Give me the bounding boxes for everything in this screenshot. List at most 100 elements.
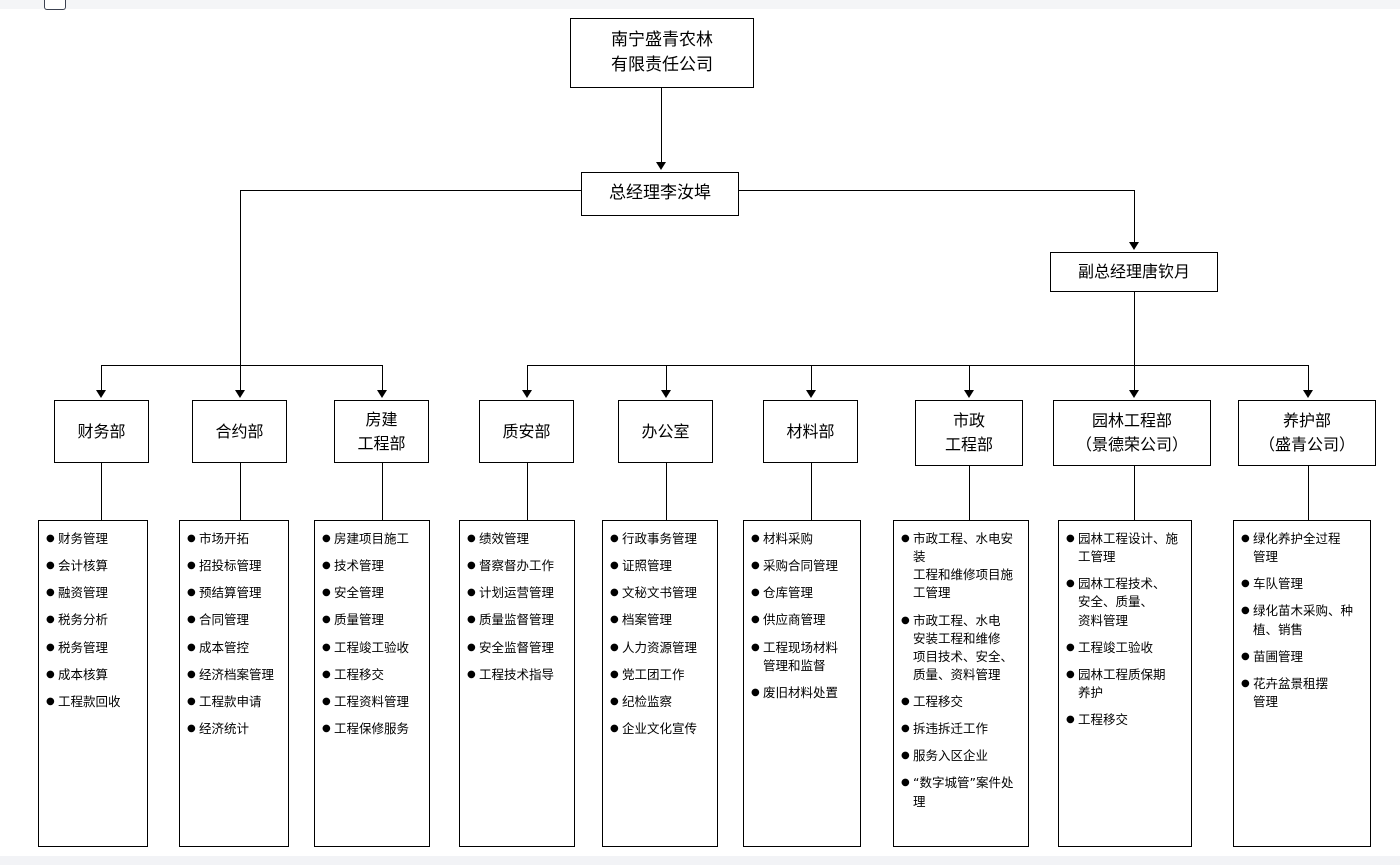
connector-vgm-drop [1134, 292, 1135, 365]
duty-item: 工程款回收 [46, 693, 141, 711]
duty-list-contract[interactable]: 市场开拓招投标管理预结算管理合同管理成本管控经济档案管理工程款申请经济统计 [179, 520, 289, 847]
dept-box-building-engineering[interactable]: 房建 工程部 [334, 400, 429, 463]
duty-item: 成本核算 [46, 666, 141, 684]
duty-item: 工程竣工验收 [1066, 639, 1185, 657]
duty-list-quality-safety[interactable]: 绩效管理督察督办工作计划运营管理质量监督管理安全监督管理工程技术指导 [459, 520, 575, 847]
connector-dept-drop-5 [666, 365, 667, 392]
duty-item: 税务管理 [46, 639, 141, 657]
duty-item: 绿化苗木采购、种 植、销售 [1241, 602, 1364, 638]
dept-box-maintenance[interactable]: 养护部 （盛青公司） [1238, 400, 1376, 466]
window-tab-handle[interactable] [44, 0, 66, 10]
duty-item: “数字城管”案件处 理 [901, 774, 1022, 810]
duty-item: 工程移交 [901, 693, 1022, 711]
connector-root-to-gm [661, 88, 662, 164]
duty-item: 工程款申请 [187, 693, 282, 711]
duty-item: 档案管理 [610, 611, 711, 629]
duty-list-office[interactable]: 行政事务管理证照管理文秘文书管理档案管理人力资源管理党工团工作纪检监察企业文化宣… [602, 520, 718, 847]
duty-list-building-engineering[interactable]: 房建项目施工技术管理安全管理质量管理工程竣工验收工程移交工程资料管理工程保修服务 [314, 520, 430, 847]
duty-item: 车队管理 [1241, 575, 1364, 593]
duty-item: 工程保修服务 [322, 720, 423, 738]
stem-materials [811, 463, 812, 520]
duty-item: 税务分析 [46, 611, 141, 629]
duty-item: 合同管理 [187, 611, 282, 629]
duty-item: 文秘文书管理 [610, 584, 711, 602]
stem-contract [240, 463, 241, 520]
stem-office [666, 463, 667, 520]
arrow-dept-4 [522, 390, 532, 398]
connector-dept-drop-6 [811, 365, 812, 392]
arrow-dept-6 [806, 390, 816, 398]
arrow-dept-8 [1129, 390, 1139, 398]
connector-dept-drop-7 [969, 365, 970, 392]
duty-item: 质量管理 [322, 611, 423, 629]
dept-box-municipal-engineering[interactable]: 市政 工程部 [915, 400, 1023, 466]
dept-box-garden-engineering[interactable]: 园林工程部 （景德荣公司） [1053, 400, 1211, 466]
dept-box-contract[interactable]: 合约部 [192, 400, 287, 463]
connector-dept-drop-4 [527, 365, 528, 392]
duty-item: 花卉盆景租摆 管理 [1241, 675, 1364, 711]
duty-item: 市场开拓 [187, 530, 282, 548]
duty-item: 绿化养护全过程 管理 [1241, 530, 1364, 566]
dept-box-office[interactable]: 办公室 [618, 400, 713, 463]
deputy-general-manager-box[interactable]: 副总经理唐钦月 [1050, 252, 1218, 292]
arrow-dept-2 [235, 390, 245, 398]
duty-item: 绩效管理 [467, 530, 568, 548]
dept-label-quality-safety: 质安部 [502, 421, 551, 441]
duty-item: 融资管理 [46, 584, 141, 602]
duty-list-materials[interactable]: 材料采购采购合同管理仓库管理供应商管理工程现场材料 管理和监督废旧材料处置 [743, 520, 861, 847]
dept-box-quality-safety[interactable]: 质安部 [479, 400, 574, 463]
root-company-box[interactable]: 南宁盛青农林 有限责任公司 [570, 18, 754, 88]
bus-left-departments [101, 365, 382, 366]
duty-item: 供应商管理 [751, 611, 854, 629]
duty-item: 预结算管理 [187, 584, 282, 602]
general-manager-box[interactable]: 总经理李汝埠 [581, 172, 739, 216]
duty-item: 证照管理 [610, 557, 711, 575]
duty-item: 党工团工作 [610, 666, 711, 684]
duty-item: 纪检监察 [610, 693, 711, 711]
duty-item: 拆违拆迁工作 [901, 720, 1022, 738]
duty-item: 工程技术指导 [467, 666, 568, 684]
deputy-general-manager-label: 副总经理唐钦月 [1077, 262, 1190, 281]
duty-item: 会计核算 [46, 557, 141, 575]
duty-item: 苗圃管理 [1241, 648, 1364, 666]
duty-item: 经济档案管理 [187, 666, 282, 684]
duty-item: 督察督办工作 [467, 557, 568, 575]
duty-item: 工程资料管理 [322, 693, 423, 711]
duty-item: 人力资源管理 [610, 639, 711, 657]
duty-list-maintenance[interactable]: 绿化养护全过程 管理车队管理绿化苗木采购、种 植、销售苗圃管理花卉盆景租摆 管理 [1233, 520, 1371, 847]
dept-box-finance[interactable]: 财务部 [54, 400, 149, 463]
duty-list-garden-engineering[interactable]: 园林工程设计、施 工管理园林工程技术、 安全、质量、 资料管理工程竣工验收园林工… [1058, 520, 1192, 847]
dept-label-municipal-engineering: 市政 工程部 [944, 411, 993, 454]
connector-gm-right-run [739, 190, 1135, 191]
duty-item: 废旧材料处置 [751, 684, 854, 702]
stem-finance [101, 463, 102, 520]
duty-item: 行政事务管理 [610, 530, 711, 548]
duty-item: 园林工程设计、施 工管理 [1066, 530, 1185, 566]
bus-right-departments [527, 365, 1308, 366]
connector-gm-left-drop [240, 190, 241, 365]
duty-item: 房建项目施工 [322, 530, 423, 548]
dept-label-maintenance: 养护部 （盛青公司） [1258, 411, 1355, 454]
arrow-dept-7 [964, 390, 974, 398]
connector-gm-left-run [240, 190, 581, 191]
arrow-dept-5 [661, 390, 671, 398]
arrow-gm-to-vgm [1129, 242, 1139, 250]
duty-item: 服务入区企业 [901, 747, 1022, 765]
dept-label-building-engineering: 房建 工程部 [357, 409, 406, 453]
duty-item: 材料采购 [751, 530, 854, 548]
dept-box-materials[interactable]: 材料部 [763, 400, 858, 463]
arrow-root-to-gm [656, 162, 666, 170]
duty-item: 市政工程、水电 安装工程和维修 项目技术、安全、 质量、资料管理 [901, 612, 1022, 685]
duty-list-finance[interactable]: 财务管理会计核算融资管理税务分析税务管理成本核算工程款回收 [38, 520, 148, 847]
duty-item: 工程移交 [1066, 711, 1185, 729]
stem-municipal-engineering [969, 466, 970, 520]
window-top-strip [0, 0, 1400, 9]
duty-item: 企业文化宣传 [610, 720, 711, 738]
stem-garden-engineering [1134, 466, 1135, 520]
arrow-dept-1 [96, 390, 106, 398]
connector-gm-to-vgm-drop [1134, 190, 1135, 244]
duty-list-municipal-engineering[interactable]: 市政工程、水电安装 工程和维修项目施 工管理市政工程、水电 安装工程和维修 项目… [893, 520, 1029, 847]
connector-dept-drop-3 [382, 365, 383, 392]
duty-item: 工程移交 [322, 666, 423, 684]
